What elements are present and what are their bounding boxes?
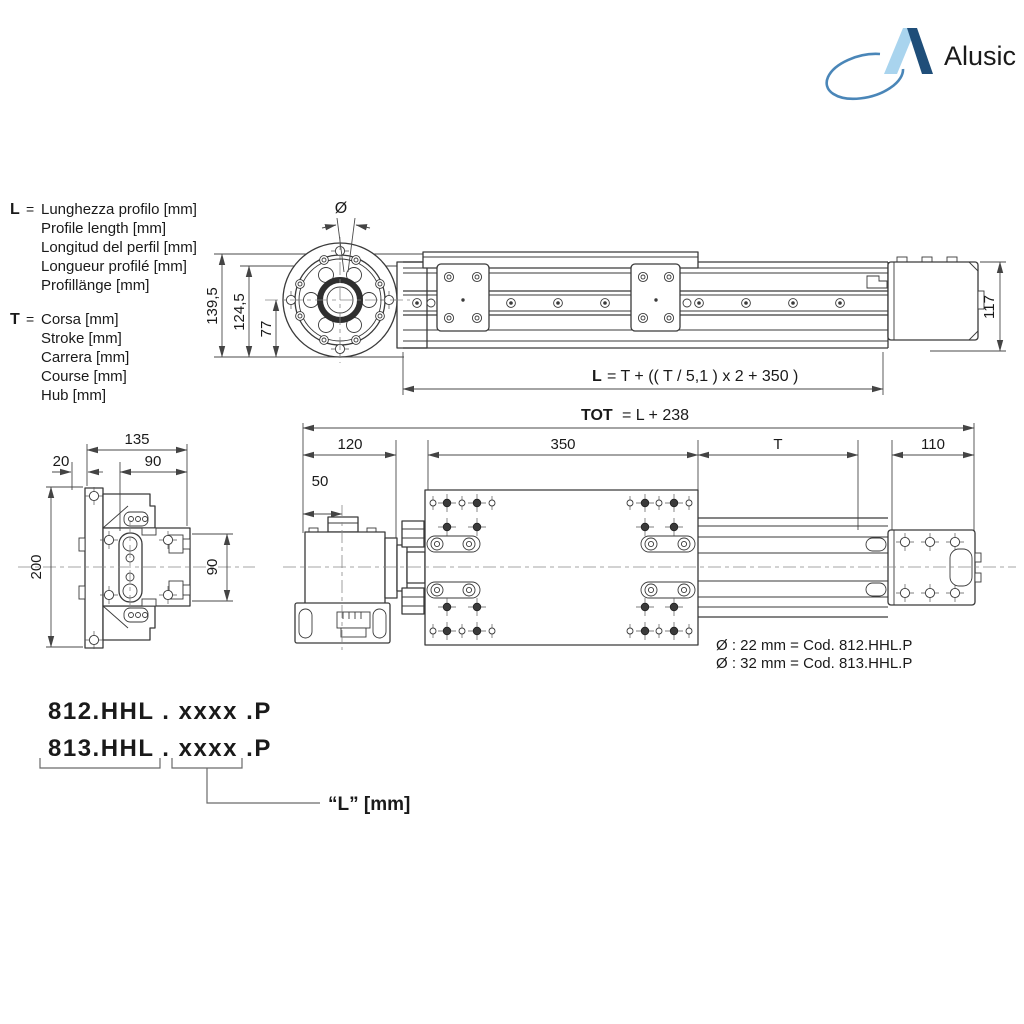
notes-block: Ø : 22 mm = Cod. 812.HHL.P Ø : 32 mm = C… [716,637,912,672]
end-block-plan [887,529,982,606]
dim-124-5-label: 124,5 [231,293,248,331]
legend-t-line-4: Hub [mm] [41,387,106,404]
logo-brand-text: Alusic [944,41,1016,71]
dim-117: 117 [930,261,1006,352]
grease-nipple-icon [682,298,692,308]
formula-l-bold: L [592,368,602,385]
plan-view: TOT = L + 238 120 350 T 110 50 [283,407,1016,650]
code-bracket-prefix [39,758,161,769]
legend-t-line-0: Corsa [mm] [41,311,119,328]
slot-plate [118,532,143,603]
dim-t-label: T [773,436,782,453]
mounting-plate [84,487,104,649]
tot-rest: = L + 238 [622,407,689,424]
carriage-plate-edge [422,251,699,269]
code-813: 813.HHL . xxxx .P [48,735,272,762]
carriage-block-2 [630,263,692,332]
rail-plan [698,517,888,618]
dim-row: 120 350 T 110 [302,436,975,459]
logo-a-left [884,28,916,74]
dim-350-label: 350 [550,436,575,453]
dim-90-vertical: 90 [192,533,233,602]
dim-50: 50 [302,473,343,518]
dim-200-label: 200 [28,554,45,579]
dim-50-label: 50 [312,473,329,490]
logo: Alusic [825,28,1016,101]
top-view: Ø 139,5 124,5 77 117 L = T + (( T / 5,1 … [204,200,1006,395]
dim-90v-label: 90 [204,559,221,576]
end-block-top [887,256,985,341]
code-812: 812.HHL . xxxx .P [48,698,272,725]
dim-90-horizontal: 90 [119,453,188,531]
legend-t-equals: = [26,311,34,327]
motor [294,505,426,650]
legend-l-line-4: Profillänge [mm] [41,277,149,294]
dim-77-label: 77 [258,321,275,338]
legend-l-line-2: Longitud del perfil [mm] [41,239,197,256]
grease-nipple-icon [426,298,436,308]
code-callout-label: “L” [mm] [328,794,410,815]
dim-diameter: Ø [321,200,371,273]
flange [265,237,410,363]
legend-l-equals: = [26,201,34,217]
dim-diameter-label: Ø [335,200,347,217]
codes-block: 812.HHL . xxxx .P 813.HHL . xxxx .P “L” … [39,698,410,815]
carriage-block-1 [426,263,490,332]
legend-l-symbol: L [10,201,20,218]
rail-clip [866,275,888,289]
code-leader-line [206,768,320,804]
section-view: 135 20 90 200 90 [18,431,255,650]
legend-t-line-3: Course [mm] [41,368,127,385]
dim-135-label: 135 [124,431,149,448]
legend-l-line-0: Lunghezza profilo [mm] [41,201,197,218]
tot-bold: TOT [581,407,613,424]
note-diameter-32: Ø : 32 mm = Cod. 813.HHL.P [716,655,912,672]
carriage-plate-plan [424,489,699,646]
legend-t-line-1: Stroke [mm] [41,330,122,347]
legend: L = Lunghezza profilo [mm] Profile lengt… [10,201,197,404]
dim-20-label: 20 [53,453,70,470]
dim-120-label: 120 [337,436,362,453]
dim-200: 200 [28,486,83,648]
formula-l-rest: = T + (( T / 5,1 ) x 2 + 350 ) [607,368,798,385]
rail-top-view [396,251,889,349]
dim-90h-label: 90 [145,453,162,470]
dim-20: 20 [52,453,103,490]
note-diameter-22: Ø : 22 mm = Cod. 812.HHL.P [716,637,912,654]
legend-t-symbol: T [10,311,20,328]
dim-135: 135 [86,431,188,526]
dim-length-formula: L = T + (( T / 5,1 ) x 2 + 350 ) [402,352,884,395]
legend-l-line-1: Profile length [mm] [41,220,166,237]
logo-a-right [907,28,933,74]
dim-117-label: 117 [981,295,998,319]
logo-swoosh [825,52,905,101]
legend-l-line-3: Longueur profilé [mm] [41,258,187,275]
legend-t-line-2: Carrera [mm] [41,349,129,366]
dim-110-label: 110 [921,436,945,453]
dim-139-5-label: 139,5 [204,287,221,325]
dims-left-heights: 139,5 124,5 77 [204,253,280,358]
